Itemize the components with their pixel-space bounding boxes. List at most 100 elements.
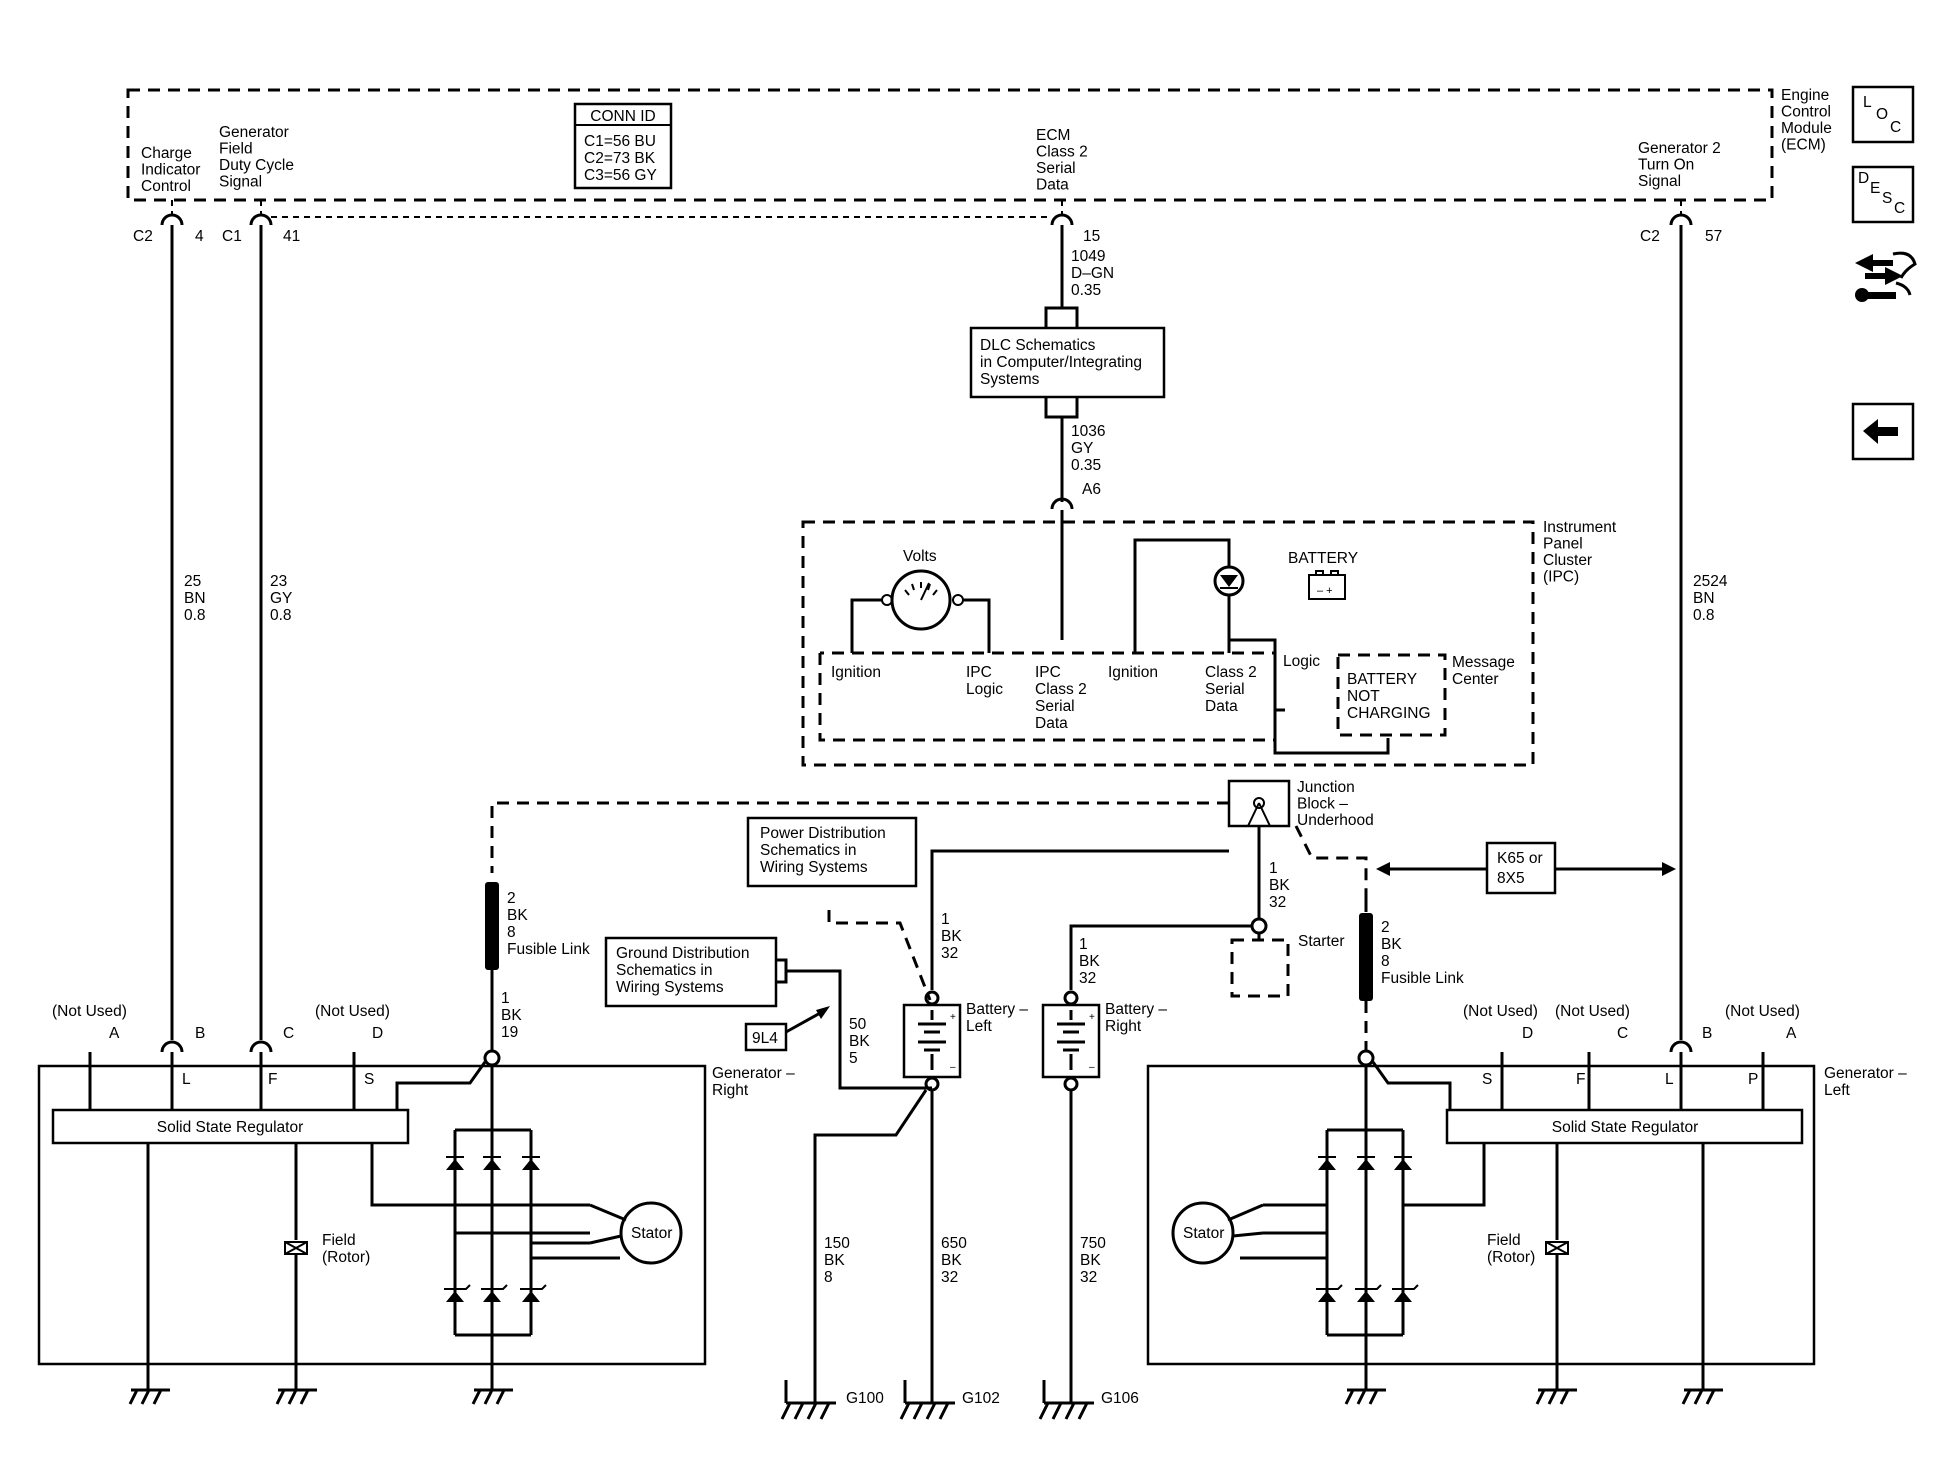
- ground-dist-box: Ground Distribution Schematics in Wiring…: [604, 936, 778, 1008]
- svg-text:32: 32: [941, 945, 958, 962]
- svg-text:K65 or: K65 or: [1497, 850, 1543, 867]
- svg-text:15: 15: [1083, 228, 1100, 245]
- svg-text:BN: BN: [184, 590, 206, 607]
- svg-text:C1: C1: [222, 228, 242, 245]
- svg-text:G102: G102: [962, 1390, 1000, 1407]
- svg-text:Class 2: Class 2: [1035, 681, 1087, 698]
- svg-text:L: L: [1665, 1071, 1674, 1088]
- svg-text:Left: Left: [966, 1018, 993, 1035]
- svg-text:(Not Used): (Not Used): [315, 1003, 390, 1020]
- svg-text:IPC: IPC: [1035, 664, 1061, 681]
- svg-text:0.8: 0.8: [270, 607, 292, 624]
- svg-text:Message: Message: [1452, 654, 1515, 671]
- connector-tool-icon[interactable]: [1855, 251, 1917, 302]
- svg-text:D: D: [372, 1025, 383, 1042]
- svg-text:4: 4: [195, 228, 204, 245]
- ref-9l4[interactable]: 9L4: [744, 1022, 788, 1052]
- svg-text:8: 8: [824, 1269, 833, 1286]
- svg-text:CHARGING: CHARGING: [1347, 705, 1431, 722]
- svg-text:Solid State Regulator: Solid State Regulator: [157, 1119, 303, 1136]
- svg-text:23: 23: [270, 573, 287, 590]
- svg-text:C: C: [283, 1025, 294, 1042]
- battery-right: +– Battery –Right: [1041, 990, 1167, 1092]
- svg-text:C: C: [1890, 119, 1901, 136]
- svg-text:0.35: 0.35: [1071, 282, 1101, 299]
- svg-text:0.35: 0.35: [1071, 457, 1101, 474]
- svg-text:C: C: [1894, 200, 1905, 217]
- svg-text:Fusible Link: Fusible Link: [1381, 970, 1464, 987]
- svg-text:C2: C2: [133, 228, 153, 245]
- svg-text:2524: 2524: [1693, 573, 1728, 590]
- k65-box: K65 or 8X5: [1485, 841, 1557, 895]
- svg-text:Wiring Systems: Wiring Systems: [616, 979, 724, 996]
- svg-text:32: 32: [1080, 1269, 1097, 1286]
- generator-left: Generator –Left (Not Used) D (Not Used) …: [1146, 1003, 1907, 1390]
- svg-text:32: 32: [1269, 894, 1286, 911]
- svg-text:G100: G100: [846, 1390, 884, 1407]
- svg-text:S: S: [364, 1071, 374, 1088]
- svg-text:Starter: Starter: [1298, 933, 1345, 950]
- svg-text:GY: GY: [270, 590, 292, 607]
- svg-text:A6: A6: [1082, 481, 1101, 498]
- svg-text:Center: Center: [1452, 671, 1499, 688]
- svg-text:1: 1: [1079, 936, 1088, 953]
- dlc-box: DLC Schematics in Computer/Integrating S…: [969, 326, 1166, 399]
- svg-text:Ignition: Ignition: [831, 664, 881, 681]
- svg-text:G106: G106: [1101, 1390, 1139, 1407]
- svg-text:D: D: [1858, 170, 1869, 187]
- svg-text:F: F: [268, 1071, 277, 1088]
- svg-text:F: F: [1576, 1071, 1585, 1088]
- svg-text:Class 2: Class 2: [1205, 664, 1257, 681]
- svg-text:1: 1: [941, 911, 950, 928]
- svg-text:IPC: IPC: [966, 664, 992, 681]
- svg-text:41: 41: [283, 228, 300, 245]
- svg-text:Generator –: Generator –: [1824, 1065, 1907, 1082]
- svg-text:A: A: [1786, 1025, 1797, 1042]
- svg-text:C: C: [1617, 1025, 1628, 1042]
- svg-text:P: P: [1748, 1071, 1758, 1088]
- svg-text:D: D: [1522, 1025, 1533, 1042]
- svg-text:2: 2: [507, 890, 516, 907]
- svg-text:Schematics in: Schematics in: [616, 962, 712, 979]
- svg-text:Schematics in: Schematics in: [760, 842, 856, 859]
- svg-text:57: 57: [1705, 228, 1722, 245]
- svg-text:L: L: [1863, 94, 1872, 111]
- svg-text:50: 50: [849, 1016, 867, 1033]
- svg-text:DLC Schematics: DLC Schematics: [980, 337, 1096, 354]
- svg-text:NOT: NOT: [1347, 688, 1380, 705]
- svg-text:Fusible Link: Fusible Link: [507, 941, 590, 958]
- svg-text:Ground Distribution: Ground Distribution: [616, 945, 750, 962]
- svg-text:BK: BK: [941, 928, 962, 945]
- svg-text:8: 8: [1381, 953, 1390, 970]
- svg-text:B: B: [1702, 1025, 1712, 1042]
- svg-text:BN: BN: [1693, 590, 1715, 607]
- svg-text:2: 2: [1381, 919, 1390, 936]
- svg-text:Logic: Logic: [966, 681, 1003, 698]
- svg-text:in Computer/Integrating: in Computer/Integrating: [980, 354, 1142, 371]
- svg-text:Generator –: Generator –: [712, 1065, 795, 1082]
- loc-button[interactable]: L O C: [1851, 85, 1915, 144]
- svg-text:19: 19: [501, 1024, 518, 1041]
- svg-text:C1=56 BU: C1=56 BU: [584, 133, 656, 150]
- svg-text:Battery –: Battery –: [966, 1001, 1028, 1018]
- svg-text:BK: BK: [1079, 953, 1100, 970]
- svg-text:L: L: [182, 1071, 191, 1088]
- svg-text:BK: BK: [501, 1007, 522, 1024]
- back-arrow-button[interactable]: [1851, 402, 1915, 461]
- svg-text:Right: Right: [712, 1082, 749, 1099]
- svg-text:Ignition: Ignition: [1108, 664, 1158, 681]
- svg-text:Battery –: Battery –: [1105, 1001, 1167, 1018]
- svg-text:A: A: [109, 1025, 120, 1042]
- svg-text:Serial: Serial: [1205, 681, 1245, 698]
- svg-text:Stator: Stator: [631, 1225, 672, 1242]
- svg-text:– +: – +: [1317, 585, 1333, 597]
- desc-button[interactable]: D E S C: [1851, 165, 1915, 224]
- svg-text:CONN ID: CONN ID: [590, 108, 655, 125]
